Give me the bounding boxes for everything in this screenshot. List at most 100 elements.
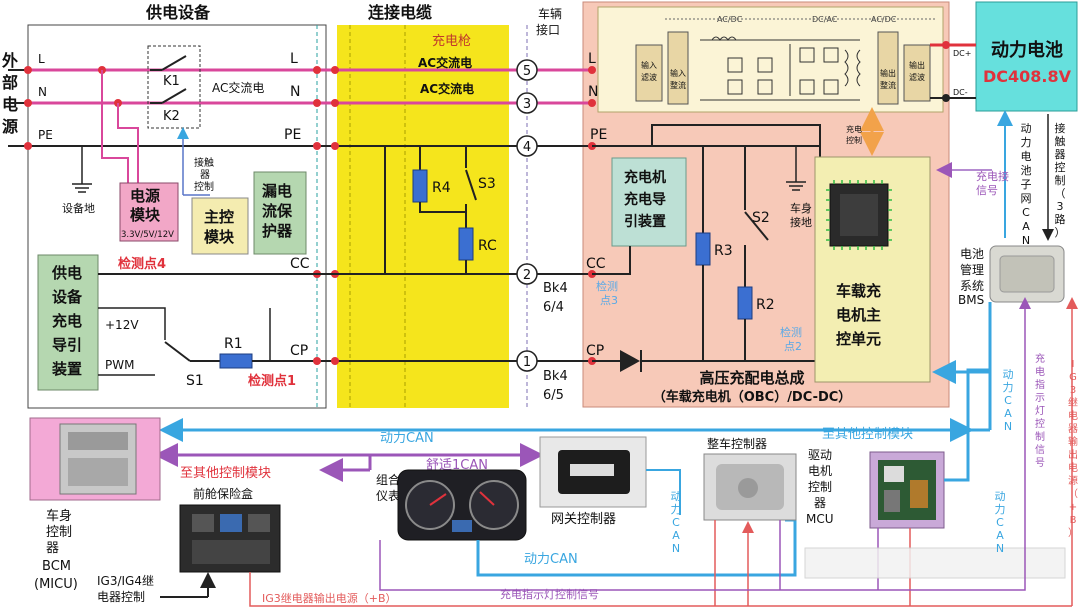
battery-box — [975, 1, 1078, 112]
svg-text:5: 5 — [523, 64, 531, 79]
svg-text:控: 控 — [1055, 160, 1066, 174]
k2-label: K2 — [163, 109, 180, 124]
svg-text:4: 4 — [523, 140, 531, 155]
svg-text:触: 触 — [1055, 134, 1066, 148]
svg-text:电: 电 — [1021, 150, 1032, 163]
l-label-obc: L — [588, 51, 596, 67]
r4-label: R4 — [432, 180, 451, 196]
svg-text:电: 电 — [1068, 409, 1078, 422]
n-label-left: N — [38, 85, 47, 99]
svg-text:电: 电 — [1068, 461, 1078, 474]
svg-text:源: 源 — [2, 117, 18, 136]
svg-text:控: 控 — [1035, 417, 1045, 430]
supply-guide-label: 供电设备充电导引装置 — [51, 264, 83, 378]
s2-switch — [744, 211, 769, 241]
gateway-label: 网关控制器 — [551, 512, 616, 527]
comfort-can-label: 舒适1CAN — [426, 458, 488, 473]
supply-guide-device — [37, 254, 99, 391]
svg-text:（: （ — [1068, 488, 1078, 500]
contactor-ctrl-label: 接触器控制 — [194, 156, 214, 193]
svg-text:指: 指 — [1035, 378, 1045, 391]
s1-label: S1 — [186, 373, 204, 389]
chip-pins — [826, 180, 892, 250]
plus12-label: +12V — [105, 318, 139, 332]
svg-text:（: （ — [1055, 187, 1066, 200]
svg-text:器: 器 — [1068, 423, 1078, 435]
svg-text:C: C — [996, 516, 1004, 529]
svg-text:A: A — [1004, 407, 1012, 420]
fuse-box-label: 前舱保险盒 — [193, 486, 253, 501]
point4-label: 检测点4 — [118, 256, 166, 272]
svg-text:源: 源 — [1068, 474, 1078, 487]
svg-text:电: 电 — [2, 95, 18, 114]
svg-text:）: ） — [1055, 226, 1066, 239]
point3-label: 检测点3 — [596, 279, 618, 307]
pin-3: 3 — [516, 92, 538, 114]
svg-text:路: 路 — [1055, 213, 1066, 226]
pe-label-right: PE — [284, 127, 301, 143]
svg-text:C: C — [1004, 394, 1012, 407]
power-module-label: 电源模块 — [130, 187, 161, 224]
r2-resistor — [737, 286, 753, 320]
pe-label-obc: PE — [590, 127, 607, 143]
stage-label-acdc2: AC/DC — [871, 15, 897, 24]
leak-protector-label: 漏电流保护器 — [262, 182, 293, 240]
svg-text:动: 动 — [1021, 122, 1032, 135]
obc-guide-device — [611, 157, 687, 247]
input-filter — [635, 44, 663, 102]
svg-text:网: 网 — [1021, 192, 1032, 205]
k1-label: K1 — [163, 74, 180, 89]
n-label-obc: N — [588, 84, 598, 100]
svg-text:C: C — [672, 516, 680, 529]
contactor-box — [147, 45, 201, 129]
svg-text:池: 池 — [1021, 164, 1032, 177]
input-filter-label: 输入滤波 — [641, 60, 657, 82]
cable-header: 连接电缆 — [368, 3, 432, 22]
rc-resistor — [458, 227, 474, 261]
cluster-label: 组合仪表 — [376, 472, 400, 503]
main-ctrl-label: 主控模块 — [204, 208, 235, 246]
supply-header: 供电设备 — [145, 3, 211, 22]
main-ctrl-module — [191, 197, 249, 255]
battery-contactor-label: 接触器控制（3路） — [1055, 122, 1066, 239]
ac-label-cable2: AC交流电 — [418, 55, 472, 70]
svg-text:3: 3 — [1070, 385, 1076, 396]
s2-label: S2 — [752, 210, 770, 226]
charge-lamp-label: 充电指示灯控制信号 — [500, 587, 599, 601]
battery-voltage: DC408.8V — [983, 67, 1072, 86]
output-filter — [903, 44, 931, 102]
svg-text:）: ） — [1068, 527, 1078, 539]
point2-label: 检测点2 — [780, 325, 802, 353]
pin-2: 2 — [516, 263, 538, 285]
power-voltages: 3.3V/5V/12V — [121, 230, 174, 240]
cc-label-obc: CC — [586, 256, 606, 272]
svg-text:号: 号 — [1035, 457, 1045, 469]
charge-lamp-vertical-label: 充电指示灯控制信号 — [1035, 352, 1045, 469]
svg-text:I: I — [1072, 359, 1075, 370]
svg-text:示: 示 — [1035, 393, 1045, 404]
svg-text:制: 制 — [1035, 430, 1045, 443]
svg-text:充: 充 — [1035, 352, 1045, 365]
power-can-label-bottom: 动力CAN — [524, 552, 578, 567]
output-rectifier-label: 输出整流 — [880, 68, 896, 90]
svg-text:A: A — [672, 529, 680, 542]
svg-text:N: N — [1022, 234, 1030, 247]
dc-plus-label: DC+ — [953, 49, 971, 58]
power-can-vertical-label-2: 动力CAN — [995, 490, 1006, 555]
svg-text:子: 子 — [1021, 178, 1032, 191]
svg-text:输: 输 — [1068, 435, 1078, 448]
ac-label-cable: AC交流电 — [420, 81, 474, 96]
pwm-label: PWM — [105, 358, 134, 372]
power-can-label-top: 动力CAN — [380, 431, 434, 446]
power-can-vertical-label: 动力CAN — [1003, 368, 1014, 433]
svg-text:外: 外 — [1, 51, 18, 70]
stage-label-dcac: DC/AC — [812, 15, 838, 24]
n-label-right: N — [290, 84, 300, 100]
ig3-output-label: IG3继电器输出电源（+B） — [262, 591, 397, 605]
ig3-vertical-label: IG3继电器输出电源（+B） — [1068, 359, 1078, 539]
charge-signal-label: 充电接信号 — [976, 169, 1009, 197]
